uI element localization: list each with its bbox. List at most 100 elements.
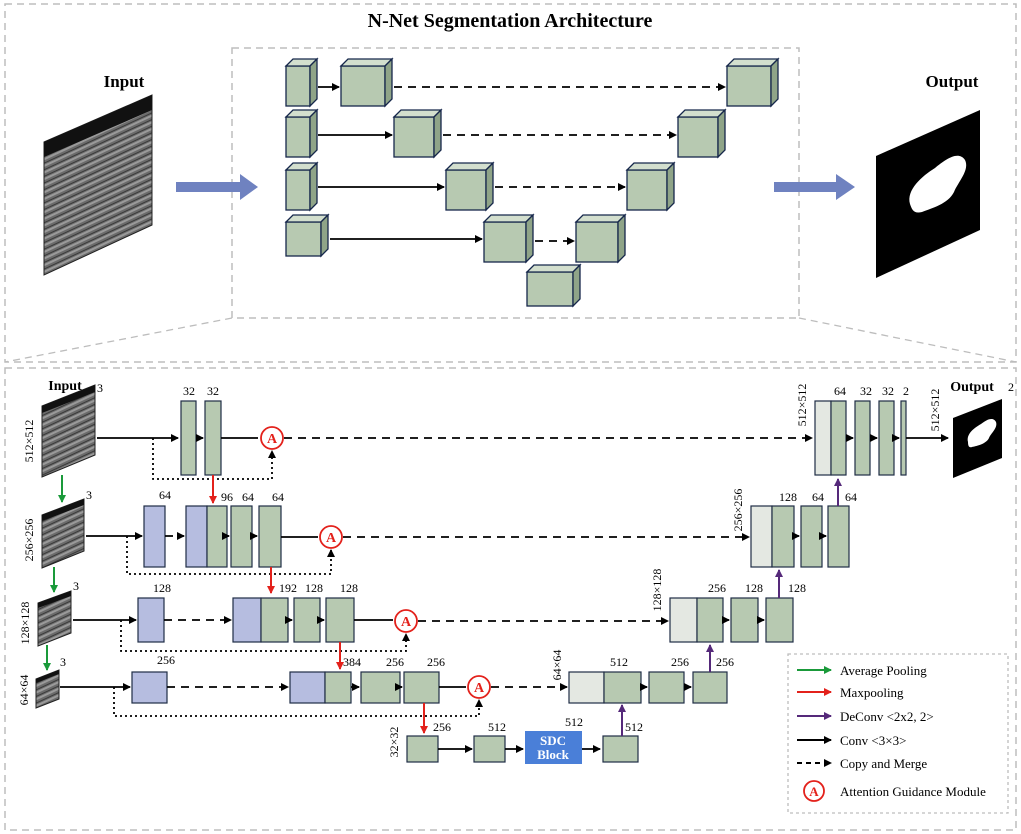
overview-cube-l3-enc	[284, 161, 319, 212]
svg-text:A: A	[401, 615, 412, 630]
overview-input-label: Input	[104, 72, 145, 91]
legend-copy-merge: Copy and Merge	[840, 756, 927, 771]
overview-cube-l2-dec	[676, 108, 727, 159]
dec4-size-label: 64×64	[550, 650, 564, 681]
detail-output-label: Output	[950, 380, 994, 395]
enc3-pool-block	[137, 597, 165, 643]
dec1-size-label: 512×512	[795, 384, 809, 427]
svg-text:A: A	[326, 531, 337, 546]
enc3-block-b	[325, 597, 355, 643]
overview-cube-l2-enc	[284, 108, 319, 159]
enc4-block-a	[360, 671, 401, 704]
overview-cube-l4-enc	[284, 213, 330, 258]
enc2-ch-a: 64	[242, 490, 254, 504]
enc2-ch-merge: 96	[221, 490, 233, 504]
bottom-ch-c: 512	[625, 720, 643, 734]
dec2-block-b	[827, 505, 850, 568]
input-channels-256: 3	[86, 488, 92, 502]
svg-text:A: A	[474, 681, 485, 696]
legend-average-pooling: Average Pooling	[840, 663, 927, 678]
detail-panel-border	[4, 367, 1017, 831]
enc2-ch-pool: 64	[159, 488, 171, 502]
bottom-ch-a: 256	[433, 720, 451, 734]
dec3-size-label: 128×128	[650, 569, 664, 612]
enc3-block-a	[293, 597, 321, 643]
dec3-merge-light	[669, 597, 698, 643]
size-label-512: 512×512	[22, 420, 36, 463]
enc1-ch-b: 32	[207, 384, 219, 398]
size-label-128: 128×128	[18, 602, 32, 645]
bottom-block-b	[473, 735, 506, 763]
size-label-256: 256×256	[22, 519, 36, 562]
dec4-ch-a: 256	[671, 655, 689, 669]
dec4-merge-green	[603, 671, 642, 704]
overview-cube-l1-a	[339, 57, 394, 108]
legend-deconv: DeConv <2x2, 2>	[840, 709, 934, 724]
bottom-block-c	[602, 735, 639, 763]
enc4-merge-green	[324, 671, 352, 704]
dec1-block-a	[854, 400, 871, 476]
legend-attention: Attention Guidance Module	[840, 784, 986, 799]
output-size-label: 512×512	[928, 389, 942, 432]
legend-conv: Conv <3×3>	[840, 733, 906, 748]
svg-text:SDC: SDC	[540, 733, 566, 748]
overview-cube-l2-a	[392, 108, 443, 159]
attention-module-2: A	[319, 525, 343, 549]
dec1-ch-out: 2	[903, 384, 909, 398]
enc2-ch-b: 64	[272, 490, 284, 504]
output-channels: 2	[1008, 380, 1014, 394]
input-channels-128: 3	[73, 579, 79, 593]
overview-output-blob	[909, 155, 967, 213]
dec3-block-a	[730, 597, 759, 643]
legend-maxpooling: Maxpooling	[840, 685, 904, 700]
svg-text:Block: Block	[537, 747, 570, 762]
overview-output-label: Output	[926, 72, 979, 91]
overview-cube-l3-a	[444, 161, 495, 212]
enc3-ch-a: 128	[305, 581, 323, 595]
enc3-ch-b: 128	[340, 581, 358, 595]
enc4-block-b	[403, 671, 440, 704]
svg-text:A: A	[267, 432, 278, 447]
dec4-block-b	[692, 671, 728, 704]
dec2-size-label: 256×256	[731, 489, 745, 532]
enc3-ch-merge: 192	[279, 581, 297, 595]
enc4-merge-purple	[289, 671, 326, 704]
dec1-block-b	[878, 400, 895, 476]
enc2-merge-green	[206, 505, 228, 568]
dec3-ch-merge: 256	[708, 581, 726, 595]
input-channels-512: 3	[97, 381, 103, 395]
dec2-ch-a: 64	[812, 490, 824, 504]
overview-cube-l1-dec	[725, 57, 780, 108]
sdc-block: SDC Block	[525, 731, 582, 764]
enc4-ch-a: 256	[386, 655, 404, 669]
enc2-block-b	[258, 505, 282, 568]
size-label-32: 32×32	[387, 727, 401, 758]
dec4-merge-light	[568, 671, 605, 704]
enc2-merge-purple	[185, 505, 208, 568]
enc1-block-a	[180, 400, 197, 476]
dec3-merge-green	[696, 597, 724, 643]
detail-output-blob	[967, 418, 997, 448]
enc3-merge-purple	[232, 597, 262, 643]
dec2-block-a	[800, 505, 823, 568]
dec3-block-b	[765, 597, 794, 643]
overview-cube-l4-a	[482, 213, 535, 264]
dec2-merge-light	[750, 505, 773, 568]
enc1-ch-a: 32	[183, 384, 195, 398]
overview-arrow-out	[774, 174, 855, 200]
enc4-ch-merge: 384	[343, 655, 361, 669]
bottom-ch-b: 512	[488, 720, 506, 734]
dec1-block-out	[900, 400, 907, 476]
enc2-block-a	[230, 505, 253, 568]
detail-input-label: Input	[48, 379, 82, 394]
dec2-ch-b: 64	[845, 490, 857, 504]
legend-box	[787, 653, 1009, 814]
dec3-ch-a: 128	[745, 581, 763, 595]
dec1-merge-light	[814, 400, 832, 476]
overview-cube-l1-enc	[284, 57, 319, 108]
enc3-ch-pool: 128	[153, 581, 171, 595]
dec4-block-a	[648, 671, 685, 704]
dec4-ch-merge: 512	[610, 655, 628, 669]
enc2-pool-block	[143, 505, 166, 568]
